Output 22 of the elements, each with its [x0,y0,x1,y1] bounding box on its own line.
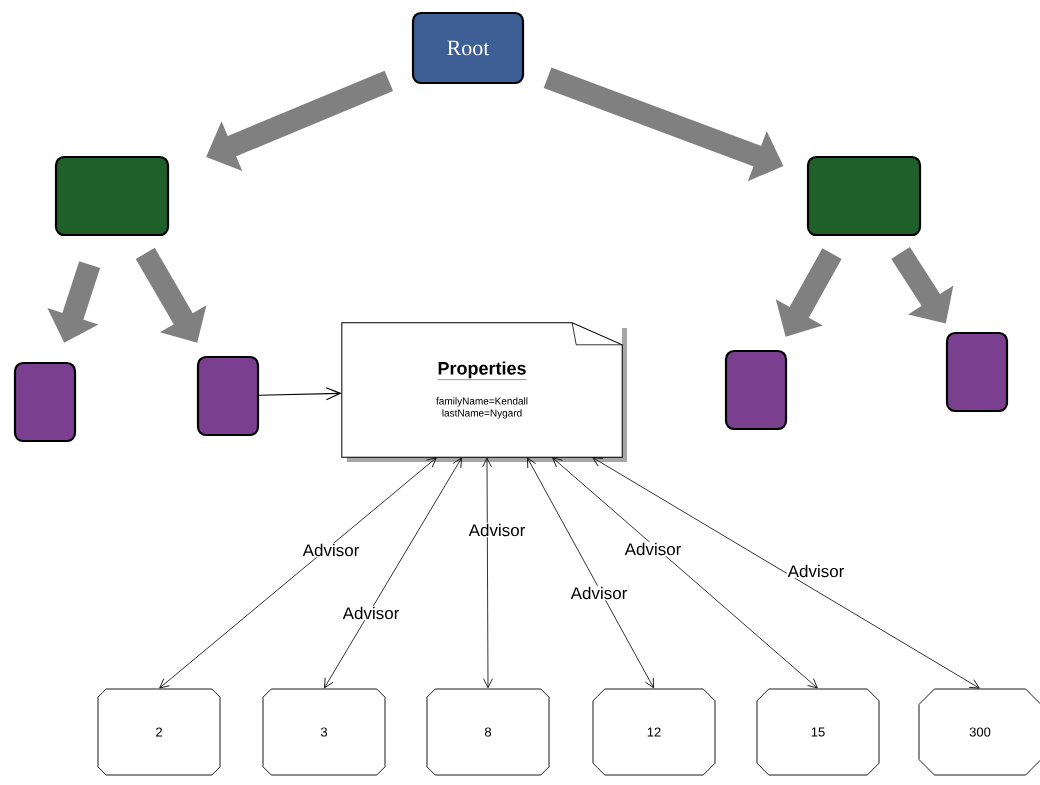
edge-label: Advisor [467,522,527,538]
edge-label: Advisor [301,542,361,558]
arrow [159,457,437,689]
edge-label: Advisor [569,585,629,601]
note-box: Properties familyName=Kendall lastName=Nygard [341,322,627,462]
arrow [258,387,342,401]
arrow [482,457,493,689]
tree-box [54,155,170,237]
arrow [592,457,980,689]
edge-label: Advisor [623,541,683,557]
leaf-box [13,361,77,443]
arrow [324,457,462,689]
arrow [527,457,654,689]
leaf-box [196,355,260,437]
edge-label: Advisor [341,605,401,621]
arrow [552,457,818,689]
leaf-box [945,331,1009,413]
edge-label: Advisor [786,563,846,579]
leaf-box [724,349,788,431]
value-octagon: 300 [918,688,1040,776]
tree-box [806,155,922,237]
root-box: Root [411,11,525,85]
